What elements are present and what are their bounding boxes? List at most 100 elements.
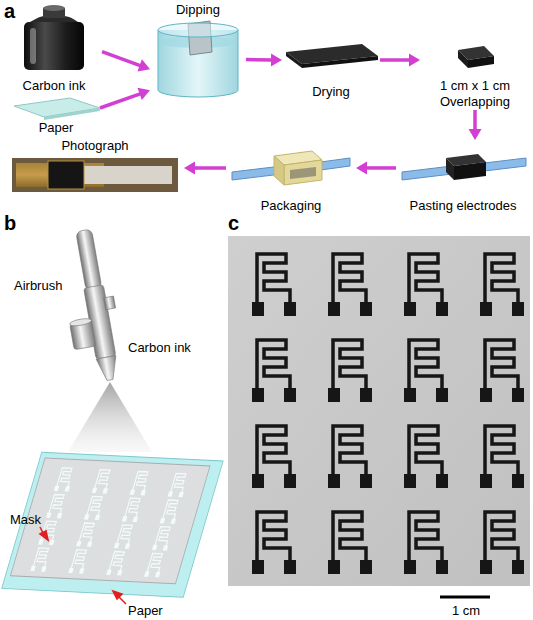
part-label: Carbon ink (128, 340, 191, 356)
step-label: Dipping (138, 2, 258, 18)
pointer-arrow (40, 531, 48, 540)
arrow-head (356, 161, 367, 174)
flow-arrow (356, 161, 396, 174)
printed-patterns (480, 254, 524, 316)
process-step: 1 cm x 1 cm Overlapping (420, 38, 530, 110)
printed-patterns (404, 426, 448, 488)
ink-bottle-body (24, 22, 84, 70)
step-label-group: Packaging (214, 198, 368, 214)
paper-top (14, 98, 100, 117)
arrow-shaft (193, 166, 226, 170)
beaker-rim (158, 23, 238, 37)
glass-highlight (30, 28, 36, 64)
step-label: Photograph (0, 138, 196, 154)
scale-label: 1 cm (452, 603, 480, 619)
mask-openings (144, 553, 166, 577)
part-label: Airbrush (14, 278, 62, 294)
square-side (458, 50, 468, 68)
mask-openings (30, 548, 52, 572)
mask-openings (168, 473, 190, 497)
airbrush-nozzle (96, 356, 120, 382)
mask-openings (68, 550, 90, 574)
sensor-photo (12, 158, 178, 192)
pointer-arrow (113, 591, 122, 599)
mask-openings (46, 494, 68, 518)
photo-background (228, 236, 530, 586)
step-label: Drying (270, 84, 392, 100)
process-step: Photograph (6, 138, 184, 194)
photo-background (12, 158, 178, 192)
process-step: Drying (282, 36, 380, 100)
arrow-shaft (365, 166, 396, 170)
part-label: Paper (128, 603, 163, 619)
step-label-group: Dipping (138, 2, 258, 18)
step-label-group: Paper (0, 120, 112, 136)
arrow-shaft (102, 52, 142, 66)
printed-patterns (480, 512, 524, 574)
step-label: Packaging (214, 198, 368, 214)
step-label: Paper (0, 120, 112, 136)
step-label: 1 cm x 1 cm Overlapping (408, 78, 533, 110)
printed-patterns (328, 512, 372, 574)
arrow-head (409, 53, 420, 66)
packaged-sensor (232, 151, 350, 185)
flow-arrow (184, 162, 226, 175)
paper-edge (44, 108, 100, 120)
package-front (284, 160, 322, 185)
package-side (274, 156, 284, 185)
printed-patterns (404, 512, 448, 574)
step-label: Carbon ink (0, 78, 114, 94)
process-step: Dipping (150, 2, 246, 98)
panel-letter: c (228, 212, 239, 234)
stencil-mask (10, 458, 210, 584)
printed-patterns (404, 254, 448, 316)
electrode-assembly (402, 154, 526, 180)
printed-patterns (480, 340, 524, 402)
mask-openings (122, 498, 144, 522)
arrow-shaft (100, 93, 142, 108)
mask-openings (130, 471, 152, 495)
mask-openings (114, 525, 136, 549)
cup-rim (69, 317, 92, 327)
flow-arrow (469, 110, 482, 140)
flow-arrow (100, 88, 150, 108)
strip-front (302, 56, 378, 68)
mask-openings (152, 527, 174, 551)
arrow-head (469, 129, 482, 140)
process-step: Paper (12, 96, 100, 136)
paper-substrate (2, 452, 223, 597)
sensor-side (446, 158, 454, 180)
sensor-front (454, 162, 486, 180)
airbrush-trigger (104, 296, 116, 310)
printed-patterns (328, 426, 372, 488)
airbrush (54, 227, 128, 385)
scale-bar (440, 596, 490, 599)
arrow-shaft (380, 58, 411, 62)
arrow-head (137, 59, 150, 71)
paper-sheet (14, 98, 100, 120)
airbrush-handle (76, 229, 102, 291)
process-step: Pasting electrodes (396, 140, 530, 214)
overlapped-square (458, 46, 494, 68)
printed-patterns (480, 426, 524, 488)
mask-openings (84, 496, 106, 520)
process-step: Carbon ink (6, 0, 102, 94)
mask-openings (106, 551, 128, 575)
arrow-head (184, 162, 195, 175)
square-front (468, 56, 494, 68)
ink-bottle (24, 5, 84, 70)
step-label: Pasting electrodes (384, 198, 533, 214)
printed-patterns (404, 340, 448, 402)
printed-sensor-photo (228, 236, 530, 586)
step-label-group: Photograph (0, 138, 196, 154)
arrow-head (271, 53, 282, 66)
step-label-group: Carbon ink (0, 78, 114, 94)
pointer-arrow (40, 527, 126, 604)
printed-patterns (252, 254, 524, 574)
arrow-shaft (246, 58, 273, 62)
process-step: Packaging (226, 140, 356, 214)
step-label-group: Drying (270, 84, 392, 100)
panel-letter: a (4, 0, 15, 22)
flow-arrow (380, 53, 420, 66)
part-label: Mask (10, 512, 41, 528)
